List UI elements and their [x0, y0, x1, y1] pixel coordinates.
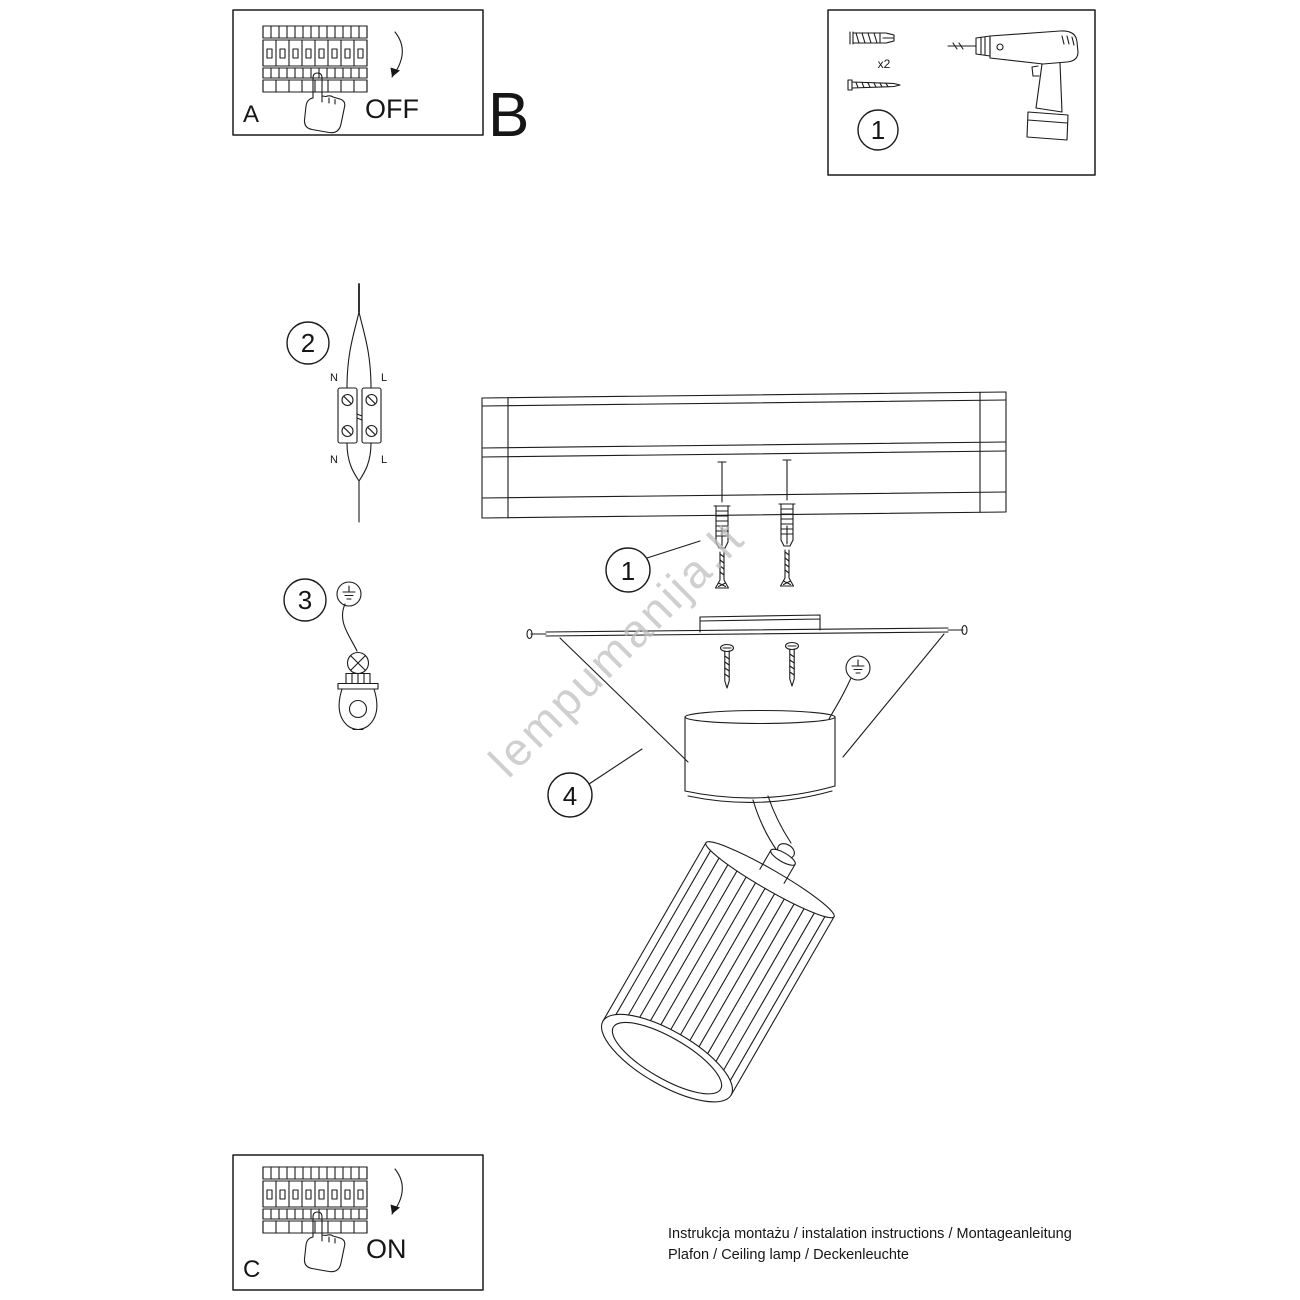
mounting-rail [481, 391, 1007, 519]
power-on-box: ON C [232, 1154, 484, 1291]
alignment-lines [559, 633, 945, 763]
ground-step: 3 [283, 578, 379, 731]
panel-a-label: A [243, 101, 259, 128]
step-4-number: 4 [563, 781, 577, 811]
bracket-screw-right [784, 641, 800, 687]
canopy [684, 709, 836, 803]
anchor-step-pointer: 1 [605, 540, 701, 593]
step-2-number: 2 [301, 328, 315, 358]
split-wires [346, 311, 372, 389]
box-a-frame [232, 9, 484, 136]
output-wires [346, 442, 372, 523]
shade-ribs [615, 849, 826, 1082]
drill-icon [947, 30, 1079, 141]
ground-wire-2 [828, 677, 852, 720]
power-off-box: OFF A [232, 9, 484, 136]
wall-plug-icon [849, 31, 895, 45]
step-1-number-pointer: 1 [621, 556, 635, 586]
neutral-label-top: N [330, 372, 338, 384]
step-3-number: 3 [298, 585, 312, 615]
step-1-badge [857, 109, 899, 151]
step-4-badge [547, 772, 593, 818]
off-label: OFF [365, 94, 419, 124]
terminal-block [337, 387, 382, 444]
footer-line-2: Plafon / Ceiling lamp / Deckenleuchte [668, 1247, 909, 1263]
leader-line-4 [588, 748, 643, 785]
toggle-arrow-icon [389, 31, 403, 78]
step-3-badge [283, 578, 327, 622]
ground-wire [341, 603, 358, 652]
bracket-screw-left [719, 643, 735, 689]
wiring-step: 2 N L N L [286, 283, 387, 523]
lamp-shade [600, 841, 835, 1103]
leader-line-1 [646, 540, 701, 559]
anchor-assembly-right [778, 459, 796, 587]
breaker-panel-icon [262, 25, 368, 93]
tools-box-frame [827, 9, 1096, 176]
screw-icon [847, 79, 901, 91]
step-1-number: 1 [871, 115, 885, 145]
canopy-step-pointer: 4 [547, 748, 643, 818]
section-b-label: B [488, 81, 529, 150]
neutral-label-bottom: N [330, 454, 338, 466]
live-label-bottom: L [381, 454, 387, 466]
mounting-bracket [526, 614, 968, 763]
pointing-hand-icon [303, 72, 346, 134]
lamp-stem [752, 795, 792, 853]
watermark: lempumanija.lt [479, 511, 755, 787]
ground-terminal [337, 651, 379, 731]
box-c-frame [232, 1154, 484, 1291]
panel-c-label: C [243, 1256, 260, 1283]
ground-symbol-icon [336, 581, 362, 607]
step-1-badge-pointer [605, 547, 651, 593]
tools-box: x2 1 [827, 9, 1096, 176]
toggle-arrow-icon-2 [389, 1168, 403, 1215]
plug-count-label: x2 [878, 57, 891, 71]
footer-line-1: Instrukcja montażu / instalation instruc… [668, 1226, 1072, 1242]
step-2-badge [286, 321, 330, 365]
on-label: ON [366, 1234, 407, 1264]
live-label-top: L [381, 372, 387, 384]
ground-symbol-icon-2 [845, 655, 871, 681]
breaker-panel-icon-2 [262, 1166, 368, 1234]
